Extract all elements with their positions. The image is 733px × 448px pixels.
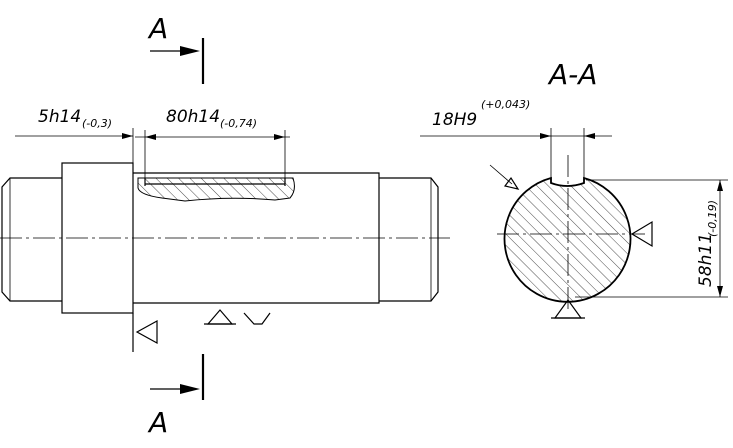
arrow-head-icon <box>180 46 200 56</box>
section-view: A-A 18H9 (+0,043) 58h11 (-0,19) <box>420 58 728 319</box>
dim-keyway-length-main: 80h14 <box>166 107 220 127</box>
dim-depth-tol: (-0,19) <box>706 200 719 237</box>
keyway-groove <box>137 177 295 202</box>
dim-keyway-length-tol: (-0,74) <box>220 117 257 130</box>
datum-triangle-icon <box>135 319 158 345</box>
dim-step-main: 5h14 <box>38 107 81 127</box>
dim-keyway-width-tol: (+0,043) <box>481 98 530 111</box>
roughness-symbol-icon <box>243 312 271 325</box>
dim-depth-main: 58h11 <box>696 233 716 287</box>
section-letter-bottom: A <box>147 406 168 439</box>
section-marker-bottom: A <box>147 354 205 439</box>
dim-keyway-width-main: 18H9 <box>432 110 477 130</box>
dimension-step: 5h14 (-0,3) <box>15 107 134 173</box>
section-marker-top: A <box>147 12 205 84</box>
datum-triangle-icon <box>630 220 653 248</box>
dim-step-tol: (-0,3) <box>82 117 112 130</box>
dimension-keyway-length: 80h14 (-0,74) <box>135 107 290 180</box>
section-title: A-A <box>547 58 597 91</box>
leader-arrow-icon <box>503 176 520 190</box>
section-circle <box>503 176 632 303</box>
arrow-head-icon <box>180 384 200 394</box>
shaft-side-view <box>0 162 450 352</box>
roughness-symbol-icon <box>206 309 234 325</box>
section-letter-top: A <box>147 12 168 45</box>
